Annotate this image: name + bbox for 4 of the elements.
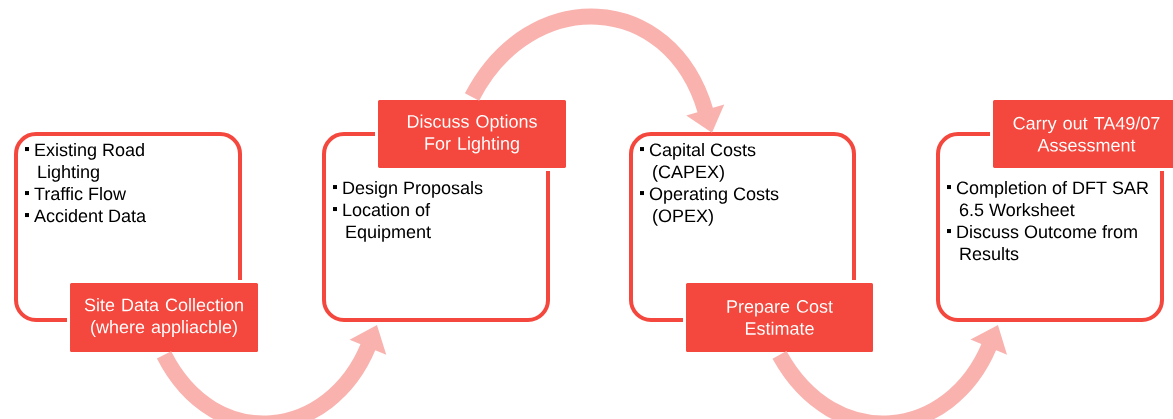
step-label-box: Site Data Collection (where appliacble) — [67, 280, 261, 355]
step-label-box: Discuss Options For Lighting — [375, 97, 569, 171]
step-label-box: Prepare Cost Estimate — [683, 280, 876, 355]
step-label-box: Carry out TA49/07 Assessment — [990, 97, 1173, 171]
